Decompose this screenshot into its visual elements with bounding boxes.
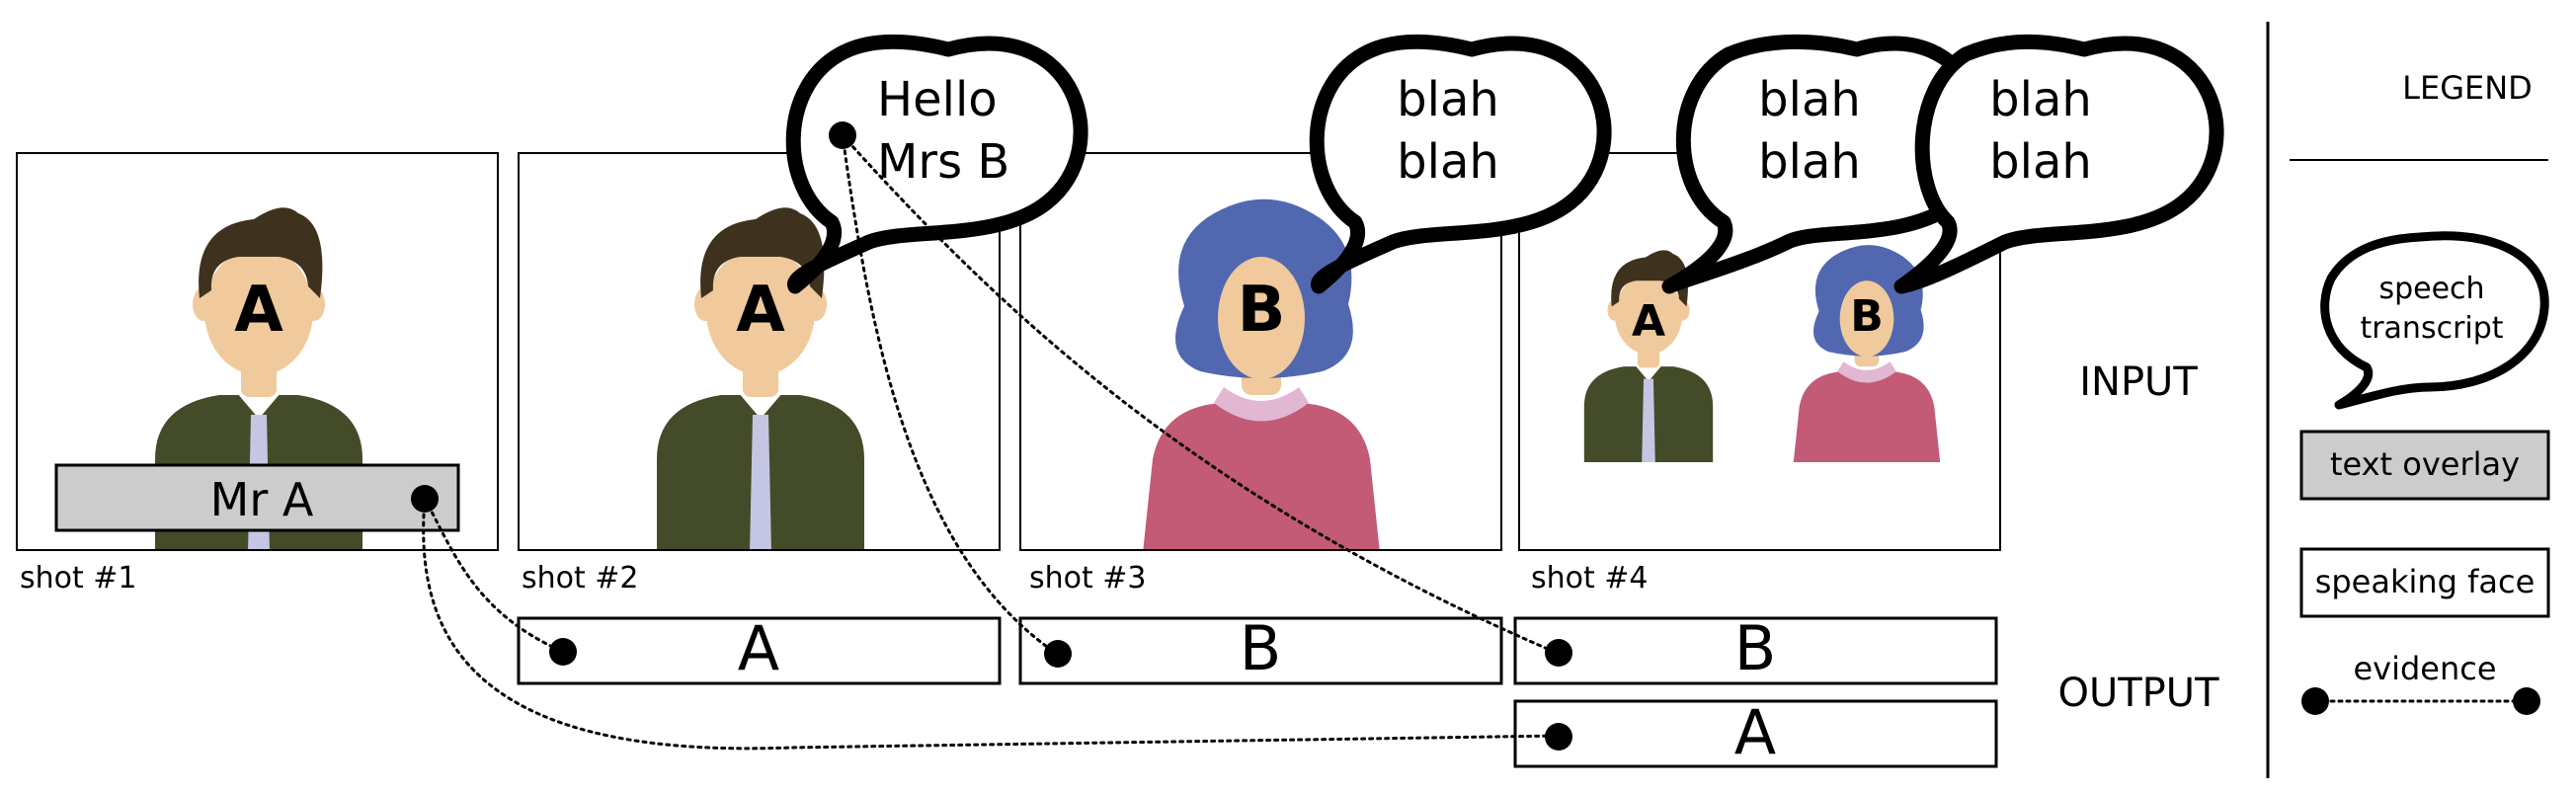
face-label: B [1850,291,1884,342]
evidence-link [422,497,1561,751]
evidence-dot [1044,640,1072,668]
evidence-dot [1545,639,1572,667]
legend-title: LEGEND [2402,69,2533,107]
output-box-shot3 [1018,616,1503,685]
output-label: B [1734,612,1777,684]
text-overlay [54,463,460,532]
output-label: B [1240,612,1282,684]
evidence-dot [549,638,577,666]
speech-line: blah [1397,72,1499,127]
legend-speech-bubble [2320,231,2549,410]
speech-line: Mrs B [877,134,1009,190]
speech-bubble-shot2 [785,34,1088,294]
shot-label: shot #1 [20,561,137,596]
legend-evidence-dot [2513,687,2540,715]
speech-line: blah [1397,134,1499,190]
legend-text-overlay [2299,430,2550,501]
shot2-face-a: A [657,207,864,549]
legend-speaking-face-label: speaking face [2315,563,2536,600]
speech-line: blah [1758,134,1861,190]
legend-speech-line: transcript [2360,311,2503,346]
face-label: A [234,274,283,347]
output-box-shot4-bottom [1513,699,1998,768]
speech-line: Hello [877,72,998,127]
output-row-label: OUTPUT [2057,671,2219,716]
shot-label: shot #2 [522,561,639,596]
evidence-link [423,497,565,654]
speech-bubble-shot4-b [1893,34,2224,294]
evidence-dot [411,485,439,513]
shot4-face-a: A [1583,250,1714,462]
shot-label: shot #3 [1029,561,1147,596]
output-label: A [738,612,779,684]
output-box-shot2 [517,616,1002,685]
shot3-face-b: B [1143,198,1380,549]
face-label: A [1632,296,1665,347]
input-row-label: INPUT [2079,359,2198,405]
legend-speech-line: speech [2378,272,2484,306]
evidence-link [841,133,1059,656]
evidence-dot [1545,723,1572,751]
shot-label: shot #4 [1531,561,1649,596]
face-label: B [1238,274,1286,347]
legend-evidence-dot [2301,687,2329,715]
legend-evidence-label: evidence [2353,650,2496,687]
speech-line: blah [1989,134,2092,190]
legend-text-overlay-label: text overlay [2330,445,2520,483]
speech-bubble-shot3 [1309,34,1612,294]
shot4-face-b: B [1793,245,1941,462]
text-overlay-label: Mr A [210,473,314,526]
face-label: A [736,274,785,347]
shot1-face-a: A [155,207,362,549]
legend-speaking-face [2299,547,2550,618]
evidence-dot [829,121,856,149]
speech-line: blah [1758,72,1861,127]
evidence-link [841,133,1559,655]
output-box-shot4-top [1513,616,1998,685]
speech-line: blah [1989,72,2092,127]
output-label: A [1734,696,1776,768]
